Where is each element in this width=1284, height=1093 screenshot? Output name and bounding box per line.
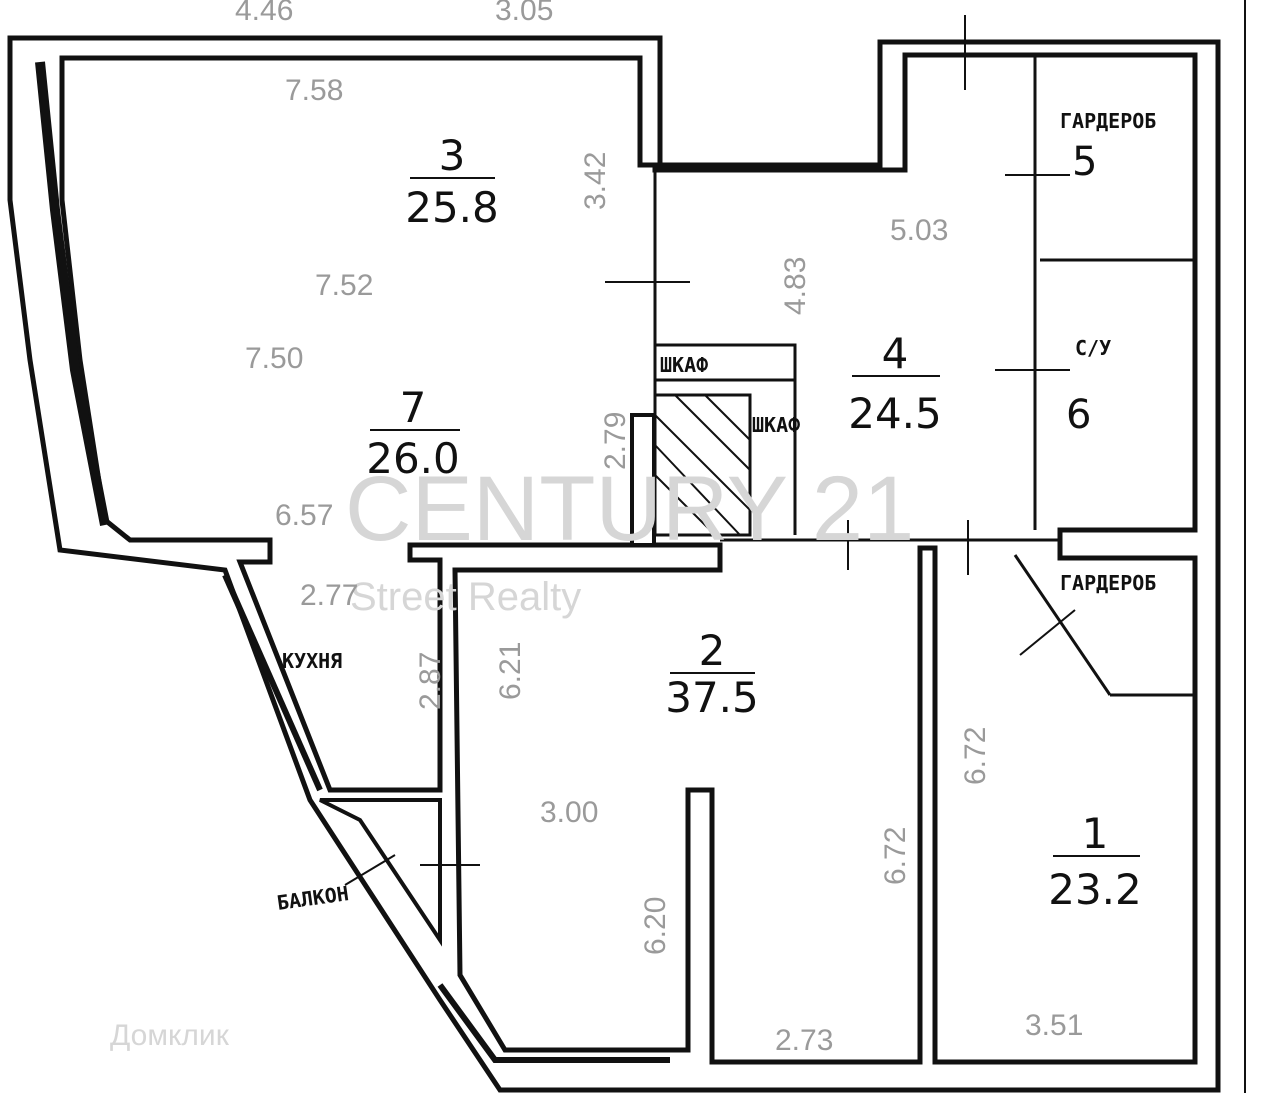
label-closet-top: ШКАФ: [660, 353, 708, 377]
dim-750: 7.50: [245, 342, 303, 375]
dim-620: 6.20: [639, 897, 672, 955]
dim-279: 2.79: [599, 412, 632, 470]
dim-277: 2.77: [300, 579, 358, 612]
label-bathroom: С/У: [1075, 336, 1111, 360]
svg-text:2: 2: [699, 626, 726, 675]
door-ticks: [420, 15, 1076, 866]
watermark-sub: Street Realty: [350, 575, 581, 619]
svg-text:24.5: 24.5: [848, 389, 942, 438]
dim-top-b: 3.05: [495, 0, 553, 27]
window-kitchen: [222, 573, 323, 792]
room-3-label: 3 25.8: [405, 131, 499, 232]
room-5-num: 5: [1072, 139, 1097, 185]
dim-483: 4.83: [779, 257, 812, 315]
dim-621: 6.21: [494, 642, 527, 700]
label-closet-side: ШКАФ: [752, 413, 800, 437]
wardrobe-diag: [1013, 554, 1112, 696]
dim-672b: 6.72: [959, 727, 992, 785]
inner-wall: [59, 52, 1198, 1065]
svg-text:4: 4: [882, 329, 909, 378]
dim-503: 5.03: [890, 214, 948, 247]
balcony-pointer: [344, 854, 396, 886]
svg-text:1: 1: [1082, 809, 1109, 858]
dim-top-a: 4.46: [235, 0, 293, 27]
svg-text:26.0: 26.0: [366, 434, 460, 483]
svg-text:7: 7: [400, 383, 427, 432]
watermark-site: Домклик: [110, 1019, 230, 1052]
dim-300: 3.00: [540, 796, 598, 829]
room-1-label: 1 23.2: [1048, 809, 1142, 914]
room-4-label: 4 24.5: [848, 329, 942, 438]
svg-text:23.2: 23.2: [1048, 865, 1142, 914]
dim-287: 2.87: [414, 652, 447, 710]
label-wardrobe-top: ГАРДЕРОБ: [1060, 109, 1156, 133]
room-7-label: 7 26.0: [366, 383, 460, 483]
dim-657: 6.57: [275, 499, 333, 532]
window-bottom: [437, 983, 670, 1063]
balcony-shape: [319, 798, 442, 947]
closet-hatch: [654, 394, 751, 536]
closet-hatched-box: [653, 393, 752, 537]
label-balcony: БАЛКОН: [275, 881, 350, 915]
window-left: [35, 61, 110, 526]
watermark-brand: CENTURY 21: [345, 458, 914, 560]
dim-342: 3.42: [579, 152, 612, 210]
label-kitchen: КУХНЯ: [282, 649, 342, 673]
svg-text:37.5: 37.5: [665, 673, 759, 722]
dim-273: 2.73: [775, 1024, 833, 1057]
dim-672a: 6.72: [879, 827, 912, 885]
dim-758: 7.58: [285, 74, 343, 107]
room-6-num: 6: [1066, 392, 1091, 438]
dim-752: 7.52: [315, 269, 373, 302]
dim-351: 3.51: [1025, 1009, 1083, 1042]
svg-text:25.8: 25.8: [405, 183, 499, 232]
svg-text:3: 3: [439, 131, 466, 180]
label-wardrobe-bottom: ГАРДЕРОБ: [1060, 571, 1156, 595]
room-2-label: 2 37.5: [665, 626, 759, 722]
